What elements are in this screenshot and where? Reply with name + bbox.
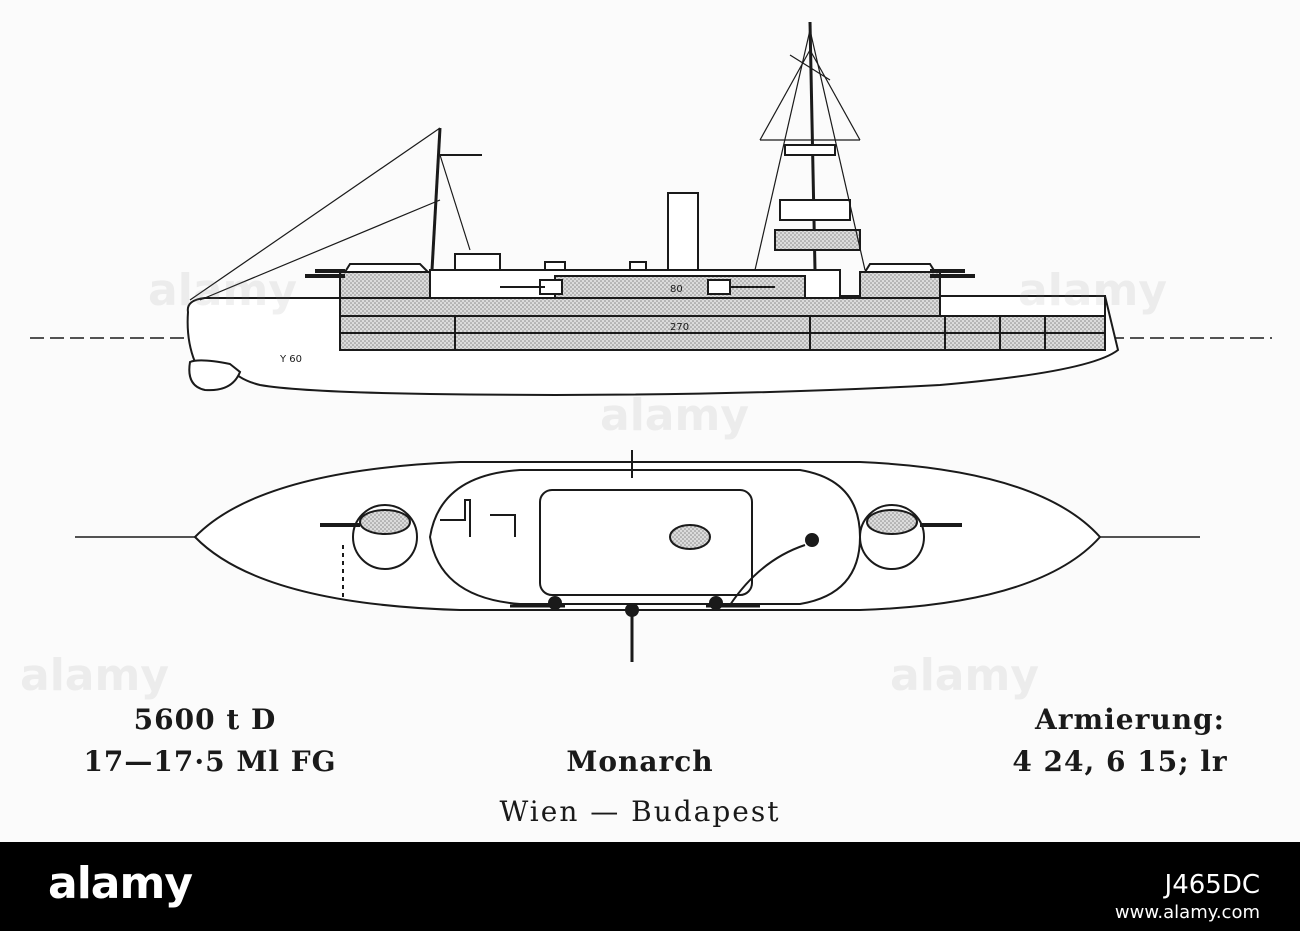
footer-bar	[0, 842, 1300, 931]
diagram-canvas	[0, 0, 1300, 842]
watermark: alamy	[890, 650, 1039, 701]
site-url: www.alamy.com	[1114, 902, 1260, 923]
deck-plan	[75, 450, 1200, 662]
ship-name: Monarch	[566, 745, 714, 778]
armament-title: Armierung:	[1035, 703, 1225, 736]
watermark: alamy	[1018, 265, 1167, 316]
displacement-label: 5600 t D	[133, 703, 277, 736]
svg-text:Y 60: Y 60	[279, 354, 302, 365]
builders-label: Wien — Budapest	[499, 795, 781, 828]
svg-text:80: 80	[670, 284, 683, 295]
ship-diagram: 80 270 Y 60	[30, 21, 1272, 662]
svg-text:270: 270	[670, 322, 689, 333]
armament-value: 4 24, 6 15; lr	[1012, 745, 1228, 778]
watermark: alamy	[148, 265, 297, 316]
side-elevation: 80 270 Y 60	[30, 21, 1272, 396]
image-id: J465DC	[1164, 870, 1260, 900]
watermark: alamy	[20, 650, 169, 701]
alamy-logo: alamy	[48, 858, 193, 909]
speed-label: 17—17·5 Ml FG	[83, 745, 337, 778]
watermark: alamy	[600, 390, 749, 441]
